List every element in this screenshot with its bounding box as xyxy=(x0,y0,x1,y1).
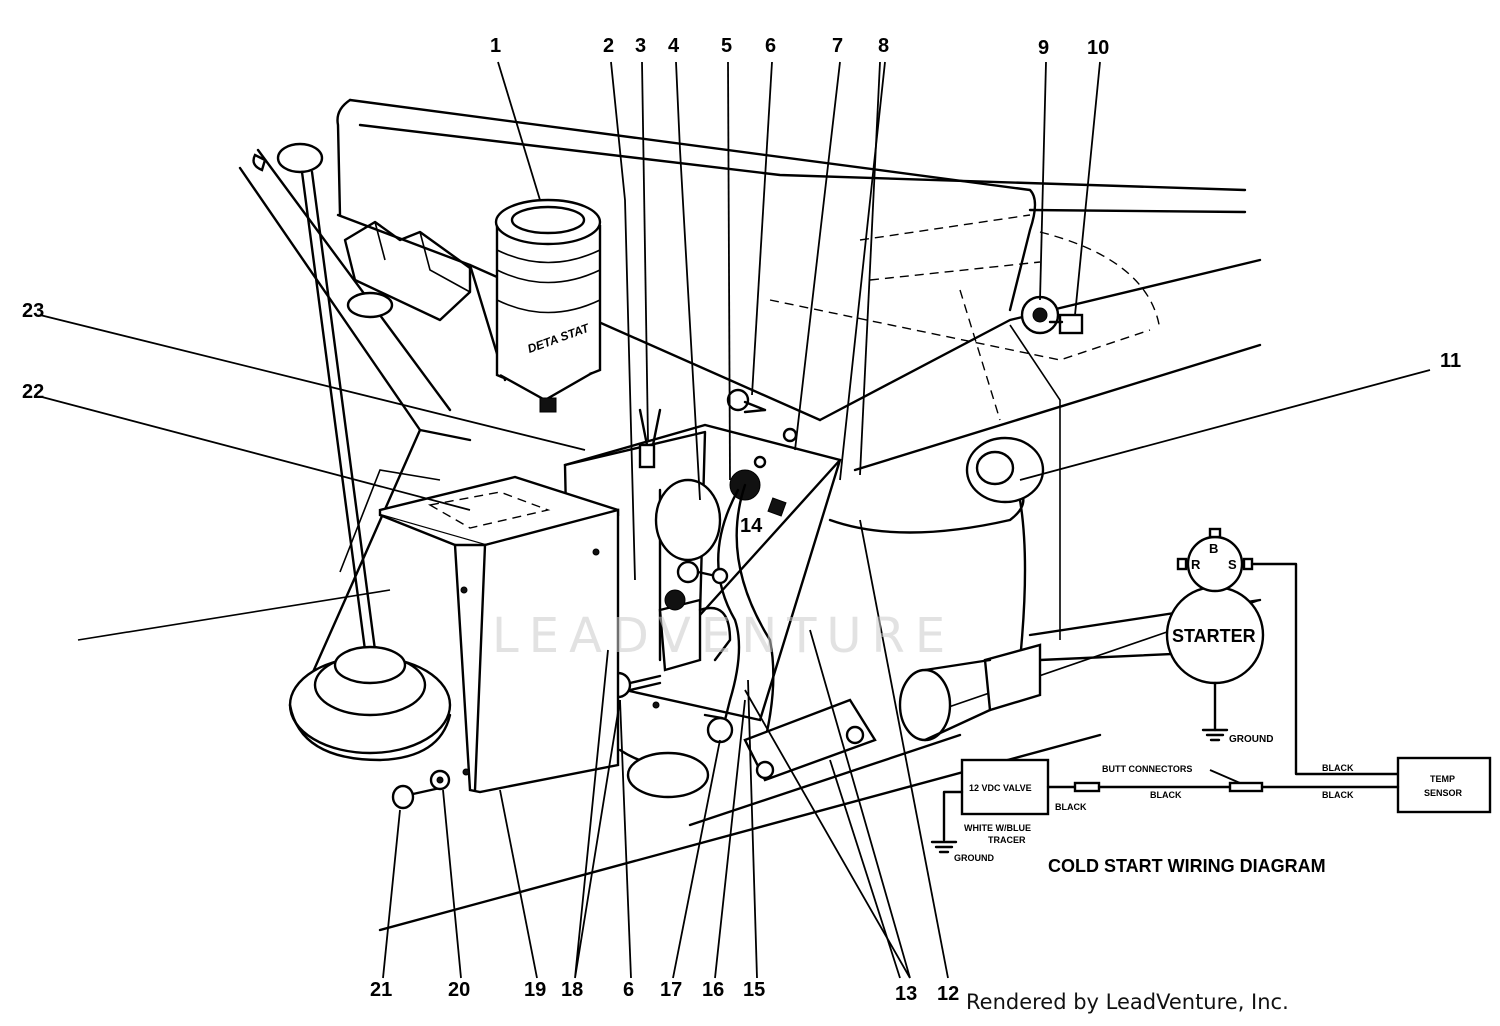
wire-black-4: BLACK xyxy=(1322,790,1354,800)
callout-3: 3 xyxy=(635,35,646,57)
wire-harness xyxy=(735,483,775,762)
temp-sensor-label-2: SENSOR xyxy=(1424,788,1463,798)
valve-ground-label: GROUND xyxy=(954,853,994,863)
callout-21: 21 xyxy=(370,979,392,1001)
screw-21 xyxy=(391,784,442,810)
valve-label: 12 VDC VALVE xyxy=(969,783,1032,793)
fuel-filter: DETA STAT xyxy=(494,198,602,413)
white-tracer-label-1: WHITE W/BLUE xyxy=(964,823,1031,833)
callout-10: 10 xyxy=(1087,37,1109,59)
render-credit: Rendered by LeadVenture, Inc. xyxy=(966,990,1289,1014)
watermark: LEADVENTURE xyxy=(492,608,955,664)
bolt-14 xyxy=(676,560,729,585)
wiring-diagram: STARTER B R S GROUND TEMP SENSOR 12 VDC … xyxy=(930,527,1492,876)
shift-boot xyxy=(288,645,452,762)
terminal-s-label: S xyxy=(1228,557,1237,572)
cover-box xyxy=(378,475,660,794)
wiring-diagram-title: COLD START WIRING DIAGRAM xyxy=(1048,856,1326,876)
temp-sensor-label-1: TEMP xyxy=(1430,774,1455,784)
starter-label: STARTER xyxy=(1172,626,1256,646)
callout-4: 4 xyxy=(668,35,680,57)
callout-19: 19 xyxy=(524,979,546,1001)
leader-lines xyxy=(39,61,1431,979)
wire-black-3: BLACK xyxy=(1322,763,1354,773)
washer-20 xyxy=(429,769,451,791)
callout-7: 7 xyxy=(832,35,843,57)
callout-5: 5 xyxy=(721,35,732,57)
callout-18: 18 xyxy=(561,979,583,1001)
temp-sensor-box xyxy=(1396,756,1492,814)
terminal-b-label: B xyxy=(1209,541,1218,556)
shift-lever xyxy=(252,142,377,652)
callout-6-bottom: 6 xyxy=(623,979,634,1001)
terminal-r-label: R xyxy=(1191,557,1201,572)
wire-black-1: BLACK xyxy=(1055,802,1087,812)
callout-numbers: 1 2 3 4 5 6 7 8 9 10 11 23 22 14 21 20 1… xyxy=(22,35,1461,1005)
starter-ground-symbol xyxy=(1201,728,1229,742)
starter-ground-label: GROUND xyxy=(1229,734,1273,745)
wire-black-2: BLACK xyxy=(1150,790,1182,800)
fuel-hose xyxy=(618,748,710,799)
callout-12: 12 xyxy=(937,983,959,1005)
callout-6-top: 6 xyxy=(765,35,776,57)
callout-23: 23 xyxy=(22,300,44,322)
callout-2: 2 xyxy=(603,35,614,57)
fitting-10 xyxy=(1048,313,1084,335)
temp-sensor-cable xyxy=(828,436,1045,662)
callout-1: 1 xyxy=(490,35,501,57)
callout-22: 22 xyxy=(22,381,44,403)
callout-8: 8 xyxy=(878,35,889,57)
callout-9: 9 xyxy=(1038,37,1049,59)
fitting-9 xyxy=(1020,295,1060,335)
callout-16: 16 xyxy=(702,979,724,1001)
fitting-17 xyxy=(703,713,734,744)
callout-13: 13 xyxy=(895,983,917,1005)
callout-15: 15 xyxy=(743,979,765,1001)
callout-20: 20 xyxy=(448,979,470,1001)
callout-14: 14 xyxy=(740,515,763,537)
white-tracer-label-2: TRACER xyxy=(988,835,1026,845)
bolt-upper xyxy=(726,388,767,414)
solenoid-valve xyxy=(658,589,732,672)
mounting-bracket xyxy=(343,220,472,322)
butt-connectors-label: BUTT CONNECTORS xyxy=(1102,764,1192,774)
base-bracket xyxy=(743,698,877,782)
valve-ground-symbol xyxy=(930,840,958,854)
sensor-sleeve xyxy=(898,643,1042,742)
callout-11: 11 xyxy=(1440,350,1461,372)
callout-17: 17 xyxy=(660,979,682,1001)
